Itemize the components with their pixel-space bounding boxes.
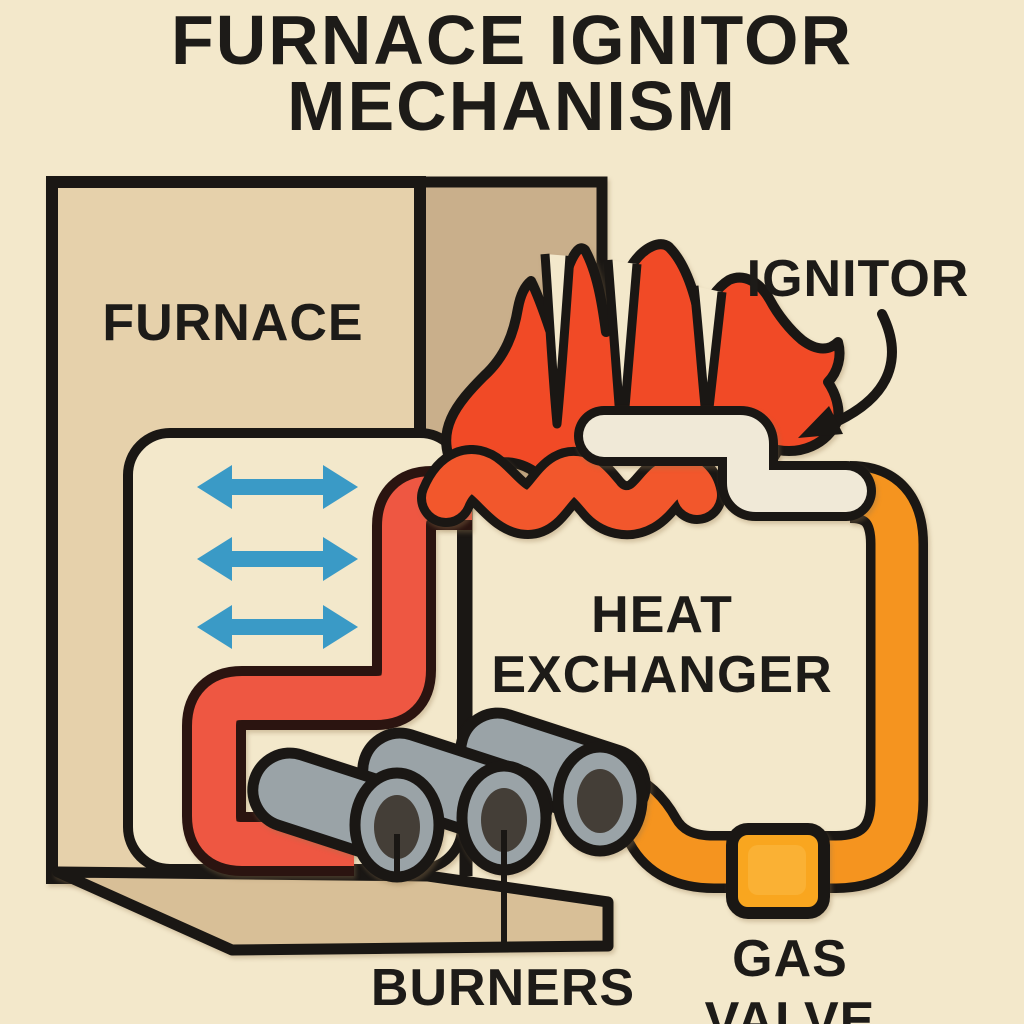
airflow-arrow	[197, 537, 358, 581]
page-title: FURNACE IGNITOR	[171, 1, 853, 79]
heat-exchanger-label: HEAT	[591, 586, 733, 644]
ignitor-pointer-arrow	[798, 309, 897, 438]
flame-gap	[540, 253, 575, 429]
ignitor-label: IGNITOR	[747, 250, 970, 308]
gas-valve-label-line2: VALVE	[705, 992, 876, 1024]
furnace-label: FURNACE	[102, 294, 363, 352]
heat-exchanger-coil-icon	[446, 474, 697, 510]
airflow-arrow	[197, 465, 358, 509]
gas-valve-icon	[726, 823, 830, 919]
burner-tube-1	[247, 747, 445, 883]
heat-exchanger-label-line2: EXCHANGER	[491, 646, 832, 704]
airflow-arrows	[197, 465, 358, 649]
airflow-arrow	[197, 605, 358, 649]
page-title-line2: MECHANISM	[287, 67, 737, 145]
gas-valve-label: GAS	[732, 930, 848, 988]
burners-label: BURNERS	[371, 959, 635, 1017]
furnace-base-slab	[52, 866, 614, 956]
